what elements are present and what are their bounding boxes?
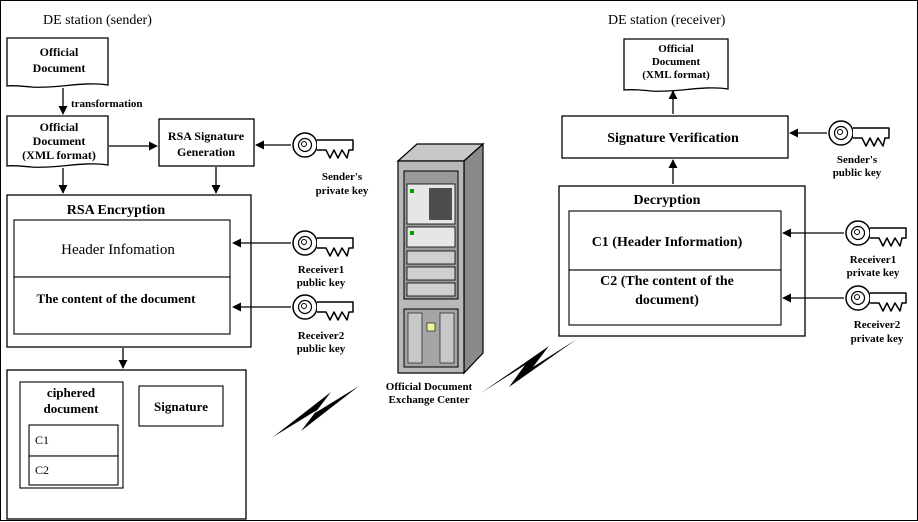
c2-label: C2: [35, 463, 49, 477]
signature-label: Signature: [154, 399, 208, 414]
rsa-signature-line2: Generation: [177, 145, 235, 159]
c2-content-line1: C2 (The content of the: [600, 274, 734, 289]
c2-box: [28, 455, 119, 486]
c1-header-label: C1 (Header Information): [592, 235, 743, 250]
receiver2-public-key-line2: public key: [297, 343, 346, 355]
key-icon: [828, 120, 890, 147]
c1-header-box: [568, 210, 782, 271]
c2-content-box: [568, 269, 782, 326]
senders-private-key-line2: private key: [316, 185, 369, 197]
decryption-label: Decryption: [634, 193, 701, 208]
rsa-encryption-label: RSA Encryption: [67, 203, 166, 218]
official-doc-line1: Official: [40, 45, 79, 59]
receiver1-public-key-line2: public key: [297, 277, 346, 289]
lightning-link-icon: [481, 339, 577, 393]
sender-title: DE station (sender): [43, 13, 152, 28]
rsa-signature-line1: RSA Signature: [168, 129, 245, 143]
receiver-title: DE station (receiver): [608, 13, 726, 28]
official-document-shape: Official Document: [6, 37, 109, 88]
key-icon: [845, 220, 907, 247]
senders-private-key-line1: Sender's: [322, 171, 363, 183]
received-doc-line1: Official: [658, 43, 693, 55]
signature-verification-box: [561, 115, 789, 159]
official-doc-xml-line1: Official: [40, 120, 79, 134]
key-icon: [292, 294, 354, 321]
received-doc-line2: Document: [652, 56, 701, 68]
receiver2-public-key-line1: Receiver2: [298, 330, 345, 342]
ciphered-document-line1: ciphered: [47, 385, 96, 400]
c1-label: C1: [35, 433, 49, 447]
key-icon: [845, 285, 907, 312]
received-official-document-shape: Official Document (XML format): [623, 38, 729, 92]
content-label: The content of the document: [37, 291, 197, 306]
server-icon: [396, 142, 485, 375]
official-document-xml-shape: Official Document (XML format): [6, 115, 109, 168]
rsa-signature-box: [158, 118, 255, 167]
official-doc-xml-line3: (XML format): [22, 148, 96, 162]
exchange-center-line1: Official Document: [386, 381, 473, 393]
transformation-label: transformation: [71, 98, 143, 110]
c1-box: [28, 424, 119, 457]
header-information-label: Header Infomation: [61, 242, 175, 258]
official-doc-xml-line2: Document: [33, 134, 86, 148]
senders-public-key-line2: public key: [833, 167, 882, 179]
received-doc-line3: (XML format): [642, 69, 710, 81]
exchange-center-line2: Exchange Center: [389, 394, 470, 406]
receiver1-private-key-line1: Receiver1: [850, 254, 896, 266]
signature-box: [138, 385, 224, 427]
content-box: [13, 276, 231, 335]
ciphered-document-line2: document: [44, 401, 100, 416]
receiver1-public-key-line1: Receiver1: [298, 264, 344, 276]
c2-content-line2: document): [635, 293, 699, 308]
header-information-box: [13, 219, 231, 278]
official-doc-line2: Document: [33, 61, 86, 75]
receiver2-private-key-line2: private key: [851, 333, 904, 345]
key-icon: [292, 132, 354, 159]
signature-verification-label: Signature Verification: [607, 131, 739, 146]
receiver2-private-key-line1: Receiver2: [854, 319, 901, 331]
senders-public-key-line1: Sender's: [837, 154, 878, 166]
lightning-link-icon: [273, 386, 359, 437]
key-icon: [292, 230, 354, 257]
receiver1-private-key-line2: private key: [847, 267, 900, 279]
